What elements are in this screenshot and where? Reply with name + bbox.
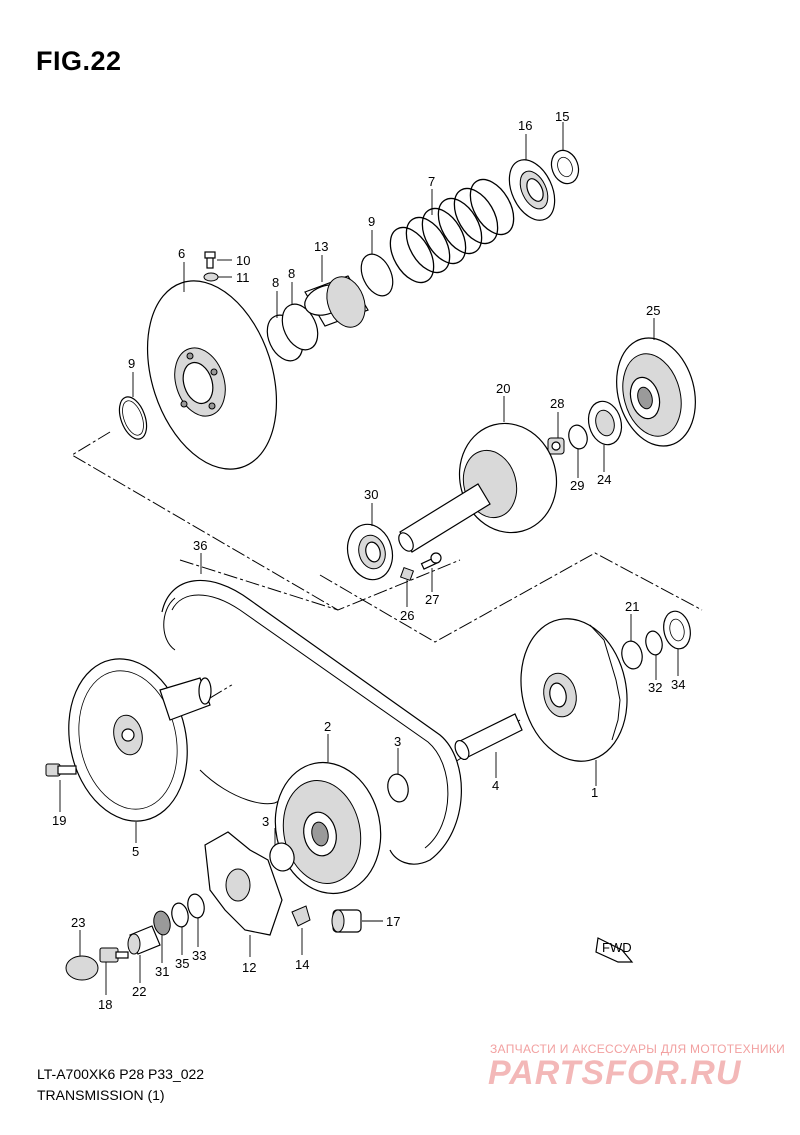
callout-10: 10 (236, 253, 250, 268)
callout-8-b: 8 (288, 266, 295, 281)
leader-lines (59, 122, 679, 995)
section-title: TRANSMISSION (1) (37, 1087, 165, 1103)
part-34-seal (663, 610, 691, 650)
part-28-nut (547, 437, 565, 455)
watermark-caption: ЗАПЧАСТИ И АКСЕССУАРЫ ДЛЯ МОТОТЕХНИКИ (490, 1042, 786, 1056)
callout-26: 26 (400, 608, 414, 623)
callout-22: 22 (132, 984, 146, 999)
watermark-logo: PARTSFOR.RU (488, 1054, 742, 1092)
callout-31: 31 (155, 964, 169, 979)
callout-17: 17 (386, 914, 400, 929)
callout-12: 12 (242, 960, 256, 975)
figure-title: FIG.22 (36, 46, 122, 76)
part-30-bearing (346, 523, 394, 581)
callout-9-upper: 9 (368, 214, 375, 229)
part-31-washer (153, 910, 171, 936)
callout-13: 13 (314, 239, 328, 254)
callout-29: 29 (570, 478, 584, 493)
callout-34: 34 (671, 677, 685, 692)
part-18-nut (99, 947, 129, 963)
callout-15: 15 (555, 109, 569, 124)
part-33-washer (187, 893, 205, 919)
part-16-spring-seat (508, 159, 556, 221)
callout-24: 24 (597, 472, 611, 487)
part-15-nut (550, 149, 580, 185)
fwd-label: FWD (602, 940, 632, 955)
part-6-fixed-drive-face (146, 280, 278, 470)
part-10-bolt (204, 251, 216, 269)
part-12-cam-plate (204, 831, 283, 936)
part-29-washer (568, 424, 588, 450)
part-23-cap (65, 955, 99, 981)
callout-5: 5 (132, 844, 139, 859)
part-3-bushing-upper (387, 773, 409, 803)
callout-4: 4 (492, 778, 499, 793)
part-7-spring (389, 178, 515, 284)
part-32-washer (645, 630, 663, 656)
callout-35: 35 (175, 956, 189, 971)
callout-3-upper: 3 (394, 734, 401, 749)
callout-33: 33 (192, 948, 206, 963)
part-36-drive-belt (161, 579, 462, 865)
part-27-bolt (420, 552, 442, 570)
part-20-driven-shaft-assembly (398, 422, 558, 553)
callout-23: 23 (71, 915, 85, 930)
part-22-sleeve (127, 925, 161, 955)
callout-27: 27 (425, 592, 439, 607)
part-25-clutch-assembly (616, 337, 696, 447)
fwd-direction-arrow: FWD (595, 937, 634, 963)
model-code: LT-A700XK6 P28 P33_022 (37, 1066, 205, 1082)
callout-14: 14 (295, 957, 309, 972)
callout-30: 30 (364, 487, 378, 502)
callout-2: 2 (324, 719, 331, 734)
callout-25: 25 (646, 303, 660, 318)
callout-20: 20 (496, 381, 510, 396)
part-4-spacer (454, 713, 523, 761)
part-1-drive-pulley (520, 618, 628, 762)
callout-28: 28 (550, 396, 564, 411)
callout-21: 21 (625, 599, 639, 614)
callout-labels: 1 2 3 3 4 5 6 7 8 8 9 9 10 11 12 13 14 1… (52, 109, 685, 1012)
part-8-ring-b (281, 303, 319, 351)
part-2-movable-drive-face (274, 761, 382, 895)
callout-9-left: 9 (128, 356, 135, 371)
callout-8-a: 8 (272, 275, 279, 290)
part-11-washer (203, 272, 219, 282)
callout-36: 36 (193, 538, 207, 553)
callout-19: 19 (52, 813, 66, 828)
callout-6: 6 (178, 246, 185, 261)
callout-7: 7 (428, 174, 435, 189)
part-14-slider (291, 905, 311, 927)
part-19-bolt (45, 763, 77, 777)
part-5-driven-face (68, 658, 212, 822)
part-9-ring-left-inner (122, 400, 144, 436)
part-21-collar (621, 640, 643, 670)
part-13-collar (304, 275, 369, 328)
part-9-ring-left (118, 396, 148, 440)
callout-18: 18 (98, 997, 112, 1012)
callout-1: 1 (591, 785, 598, 800)
part-17-roller (331, 909, 362, 933)
part-26-washer (399, 566, 415, 582)
callout-3-lower: 3 (262, 814, 269, 829)
callout-16: 16 (518, 118, 532, 133)
part-24-needle-bearing (587, 400, 623, 446)
callout-32: 32 (648, 680, 662, 695)
part-3-bushing-lower (269, 842, 295, 872)
part-35-washer (171, 902, 189, 928)
part-9-ring-upper (360, 253, 394, 297)
callout-11: 11 (236, 270, 250, 285)
